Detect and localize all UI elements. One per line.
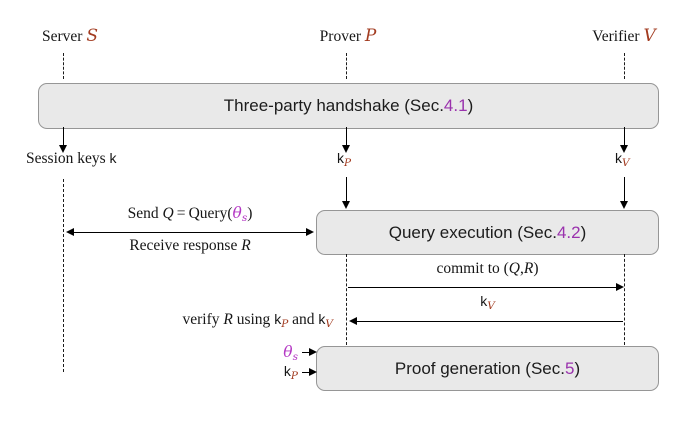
lifeline-prover — [346, 254, 347, 345]
arrow-verifier-to-query-line — [624, 177, 625, 202]
label-session-keys: Session keys k — [26, 150, 117, 168]
arrow-handshake-to-prover-line — [346, 127, 347, 146]
party-name-verifier: Verifier — [592, 28, 640, 45]
party-label-server: Server S — [42, 26, 98, 46]
arrow-handshake-to-prover-head — [342, 145, 350, 153]
query-title: Query execution (Sec. — [388, 222, 557, 242]
proof-title-close: ) — [574, 358, 581, 378]
arrow-commit-line — [348, 287, 616, 288]
arrow-commit-head — [616, 283, 624, 291]
arrow-prover-to-query-head — [342, 201, 350, 209]
input-kp-sub: P — [290, 370, 298, 382]
kv-return-k: k — [480, 293, 488, 309]
arrow-handshake-to-server-line — [63, 127, 64, 146]
proof-section-number: 5 — [564, 358, 575, 378]
kv-return-sub: V — [487, 300, 495, 312]
label-send-query: Send Q = Query(θs) — [85, 204, 295, 224]
commit-comma: , — [520, 260, 524, 277]
arrow-kv-head — [349, 317, 357, 325]
session-keys-k: k — [109, 150, 117, 166]
party-symbol-server: S — [86, 26, 98, 46]
input-theta-label: θs — [200, 343, 298, 363]
receive-pre: Receive response — [129, 237, 242, 254]
arrow-handshake-to-verifier-head — [620, 145, 628, 153]
commit-q: Q — [508, 260, 520, 277]
handshake-title-close: ) — [467, 96, 474, 115]
input-kp-label: kP — [200, 363, 298, 382]
arrow-verifier-to-query-head — [620, 201, 628, 209]
send-theta: θ — [232, 204, 242, 222]
lifeline-verifier-top — [624, 53, 625, 79]
receive-r: R — [241, 237, 251, 254]
party-label-prover: Prover P — [320, 26, 377, 46]
verify-k2: k — [318, 311, 326, 327]
commit-r: R — [523, 260, 534, 277]
send-theta-sub: s — [241, 212, 248, 224]
commit-pre: commit to ( — [436, 260, 509, 277]
proof-title: Proof generation (Sec. — [394, 358, 565, 378]
handshake-section-number: 4.1 — [443, 96, 468, 115]
input-kp-k: k — [283, 363, 291, 379]
party-name-prover: Prover — [319, 28, 361, 45]
session-keys-text: Session keys — [26, 150, 110, 167]
k-prover-k: k — [337, 150, 344, 166]
double-arrow-left-head — [66, 228, 74, 236]
verify-r: R — [223, 311, 233, 328]
lifeline-server-top — [63, 53, 64, 79]
send-eq: = Query( — [173, 205, 233, 222]
label-commit: commit to (Q,R) — [370, 260, 605, 278]
verify-p2: using — [232, 311, 275, 328]
input-theta-sub: s — [292, 351, 298, 363]
commit-close: ) — [533, 260, 539, 277]
arrow-handshake-to-verifier-line — [624, 127, 625, 146]
verify-k1: k — [274, 311, 282, 327]
query-section-number: 4.2 — [556, 222, 581, 242]
party-name-server: Server — [42, 28, 83, 45]
party-symbol-verifier: V — [643, 26, 656, 46]
label-receive-response: Receive response R — [85, 237, 295, 255]
verify-p1: verify — [182, 311, 224, 328]
double-arrow-server-query-line — [73, 232, 309, 233]
arrow-handshake-to-server-head — [59, 145, 67, 153]
lifeline-verifier — [624, 254, 625, 345]
handshake-box: Three-party handshake (Sec. 4.1) — [38, 83, 659, 129]
send-close: ) — [247, 205, 253, 222]
lifeline-server — [63, 179, 64, 372]
label-k-verifier: kV — [615, 150, 630, 169]
query-box: Query execution (Sec. 4.2) — [316, 210, 659, 255]
query-title-close: ) — [580, 222, 587, 242]
verify-k2-sub: V — [325, 318, 333, 330]
arrow-kp-head — [309, 368, 317, 376]
party-symbol-prover: P — [364, 26, 377, 46]
label-verify: verify R using kP and kV — [0, 311, 333, 330]
label-k-prover: kP — [337, 150, 351, 169]
send-pre: Send — [127, 205, 163, 222]
input-theta: θ — [283, 343, 293, 361]
double-arrow-right-head — [306, 228, 314, 236]
arrow-theta-line — [302, 352, 310, 353]
arrow-prover-to-query-line — [346, 177, 347, 202]
proof-box: Proof generation (Sec. 5) — [316, 346, 659, 391]
handshake-title: Three-party handshake (Sec. — [223, 96, 444, 115]
k-verifier-k: k — [615, 150, 622, 166]
party-label-verifier: Verifier V — [592, 26, 656, 46]
k-prover-sub: P — [344, 157, 352, 169]
k-verifier-sub: V — [622, 157, 630, 169]
send-q: Q — [162, 205, 174, 222]
label-kv-return: kV — [370, 293, 605, 312]
arrow-kv-line — [356, 321, 623, 322]
verify-p3: and — [288, 311, 319, 328]
verify-k1-sub: P — [281, 318, 289, 330]
arrow-kp-line — [302, 372, 310, 373]
arrow-theta-head — [309, 348, 317, 356]
lifeline-prover-top — [346, 53, 347, 79]
